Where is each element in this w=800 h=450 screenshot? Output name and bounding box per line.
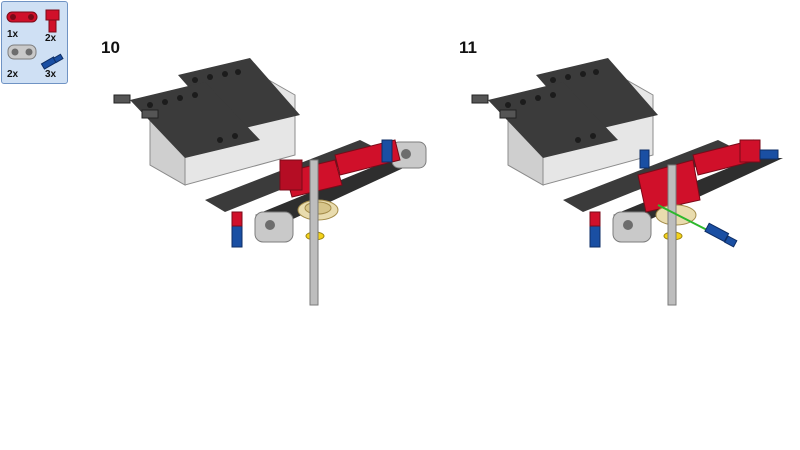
qty-blue-pin: 3x	[45, 69, 57, 80]
qty-red-connector: 1x	[7, 29, 19, 40]
step-10-model-illustration	[113, 58, 427, 306]
step-11-incoming-blue-pin	[704, 222, 738, 248]
gray-connector-part-icon	[7, 44, 37, 60]
qty-red-pin: 2x	[45, 33, 57, 44]
step-11-red-parts	[637, 139, 761, 213]
parts-list-callout: 1x 2x 2x 3x	[1, 1, 68, 84]
step-number-10: 10	[101, 38, 120, 57]
step-11-insertion-arrow	[657, 204, 714, 234]
red-connector-part-icon	[6, 11, 38, 23]
blue-pin-part-icon	[40, 53, 64, 70]
qty-gray-connector: 2x	[7, 69, 19, 80]
parts-list-illustrations	[6, 9, 64, 70]
step-11-model-illustration	[471, 58, 783, 306]
red-pin-part-icon	[45, 9, 60, 33]
step-number-11: 11	[459, 38, 477, 57]
